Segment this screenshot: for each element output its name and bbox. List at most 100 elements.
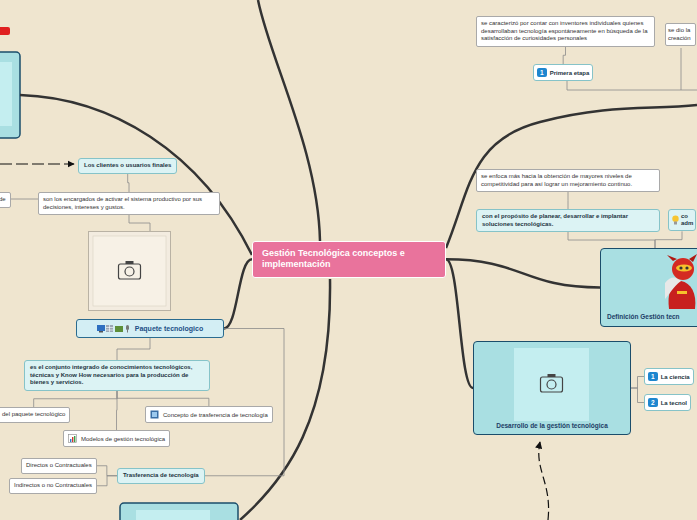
- note-box: Indirectos o no Contractuales: [9, 478, 97, 494]
- sub-connector: [205, 329, 284, 476]
- node-text: de: [0, 196, 6, 202]
- topic-icon: [150, 410, 159, 419]
- topic-icon: [151, 411, 159, 419]
- topic-box: Definición Gestión tecn: [600, 248, 697, 327]
- node-text: Los clientes o usuarios finales: [84, 162, 171, 168]
- node-text: con el propósito de planear, desarrollar…: [482, 213, 628, 227]
- sub-connector: [117, 391, 209, 407]
- bulb-box: co adm: [668, 209, 696, 231]
- badge-box: 1Primera etapa: [533, 64, 593, 81]
- node-text: 1: [537, 68, 547, 77]
- bulb-icon: [672, 216, 678, 222]
- monitor-icon: [97, 325, 105, 331]
- node-text: Paquete tecnologico: [135, 325, 203, 332]
- sub-connector: [568, 192, 569, 209]
- topic-box: Desarrollo de la gestión tecnológica: [473, 341, 631, 435]
- camera-icon: [126, 261, 134, 264]
- folder-icon: [115, 326, 123, 332]
- sub-box: con el propósito de planear, desarrollar…: [476, 209, 660, 232]
- note-box: se dio la creación: [665, 23, 696, 46]
- image-placeholder: [88, 231, 171, 311]
- icon-box: Concepto de trasferencia de tecnología: [145, 406, 273, 423]
- node-text: Modelos de gestión tecnológica: [81, 436, 165, 442]
- main-branch: [224, 259, 252, 328]
- sub-box: Los clientes o usuarios finales: [78, 158, 177, 174]
- node-text: Desarrollo de la gestión tecnológica: [496, 422, 608, 429]
- cut-topic-box: [120, 503, 238, 520]
- image-placeholder: [514, 348, 589, 421]
- camera-icon: [119, 264, 141, 279]
- mic-icon: [126, 325, 129, 330]
- image-placeholder: [0, 62, 12, 126]
- chart-icon: [72, 437, 73, 442]
- camera-icon: [541, 377, 563, 392]
- topic-label: Paquete tecnologico: [76, 319, 224, 338]
- sub-connector: [568, 232, 655, 248]
- branch-curve: [240, 279, 330, 520]
- image-placeholder: [514, 348, 589, 421]
- topic-icon: [68, 434, 77, 443]
- monitor-icon: [99, 331, 103, 333]
- chart-icon: [69, 435, 77, 443]
- dashed-arrow: [0, 163, 74, 164]
- sub-connector: [97, 476, 117, 486]
- node-text: 2: [648, 398, 658, 407]
- node-text: Directos o Contractuales: [26, 462, 92, 468]
- camera-icon: [125, 267, 134, 276]
- bulb-icon: [672, 215, 679, 225]
- camera-icon: [548, 374, 556, 377]
- note-box: son los encargados de activar el sistema…: [38, 192, 220, 215]
- note-box: del paquete tecnológico: [0, 407, 70, 423]
- hero-picture: [679, 266, 682, 269]
- sub-connector: [117, 338, 150, 360]
- badge-box: 1La ciencia: [644, 368, 694, 385]
- main-branch: [446, 259, 600, 287]
- paq-box: Paquete tecnologico: [76, 231, 224, 338]
- cut-topic-box: [0, 52, 20, 138]
- sub-connector: [655, 231, 682, 248]
- sub-connector: [128, 174, 129, 193]
- topic-label: Desarrollo de la gestión tecnológica: [474, 422, 630, 429]
- node-text: Primera etapa: [550, 70, 590, 76]
- mic-icon: [127, 330, 128, 333]
- sub-box: es el conjunto integrado de conocimiento…: [24, 360, 210, 391]
- node-text: es el conjunto integrado de conocimiento…: [30, 364, 192, 385]
- node-text: La ciencia: [661, 374, 690, 380]
- note-box: de: [0, 192, 11, 208]
- node-text: Indirectos o no Contractuales: [14, 482, 92, 488]
- hero-picture: [676, 265, 692, 272]
- hero-picture: [685, 266, 688, 269]
- node-text: co adm: [681, 213, 693, 227]
- note-box: se enfoca más hacia la obtención de mayo…: [476, 169, 660, 192]
- node-text: del paquete tecnológico: [2, 411, 65, 417]
- branch-curve: [258, 0, 320, 241]
- dashed-arrow: [539, 442, 549, 520]
- bulb-icon: [674, 222, 677, 225]
- image-placeholder: [93, 236, 166, 306]
- hero-picture: [663, 253, 697, 311]
- note-box: se caracterizó por contar con inventores…: [476, 16, 655, 47]
- hero-picture: [665, 278, 681, 300]
- node-text: 1: [648, 372, 658, 381]
- node-text: se dio la creación: [668, 27, 691, 41]
- sub-connector: [116, 391, 117, 431]
- image-placeholder: [89, 232, 171, 311]
- main-branch: [446, 259, 473, 388]
- node-text: Gestión Tecnológica conceptos e implemen…: [262, 248, 405, 269]
- icon-box: Modelos de gestión tecnológica: [63, 430, 170, 447]
- node-text: Concepto de trasferencia de tecnología: [163, 412, 268, 418]
- sub-connector: [631, 377, 644, 389]
- sub-connector: [97, 466, 117, 476]
- leader-line: [8, 199, 38, 200]
- camera-icon: [547, 380, 556, 389]
- node-text: La tecnol: [661, 400, 687, 406]
- branch-curve: [446, 105, 697, 248]
- sub-connector: [631, 388, 644, 403]
- sub-connector: [129, 215, 150, 231]
- node-text: se enfoca más hacia la obtención de mayo…: [481, 173, 632, 187]
- sub-box: Trasferencia de tecnología: [117, 468, 205, 484]
- chart-icon: [70, 439, 71, 442]
- hero-picture: [672, 258, 694, 280]
- node-text: Trasferencia de tecnología: [123, 472, 199, 478]
- cut-icon: [0, 27, 10, 35]
